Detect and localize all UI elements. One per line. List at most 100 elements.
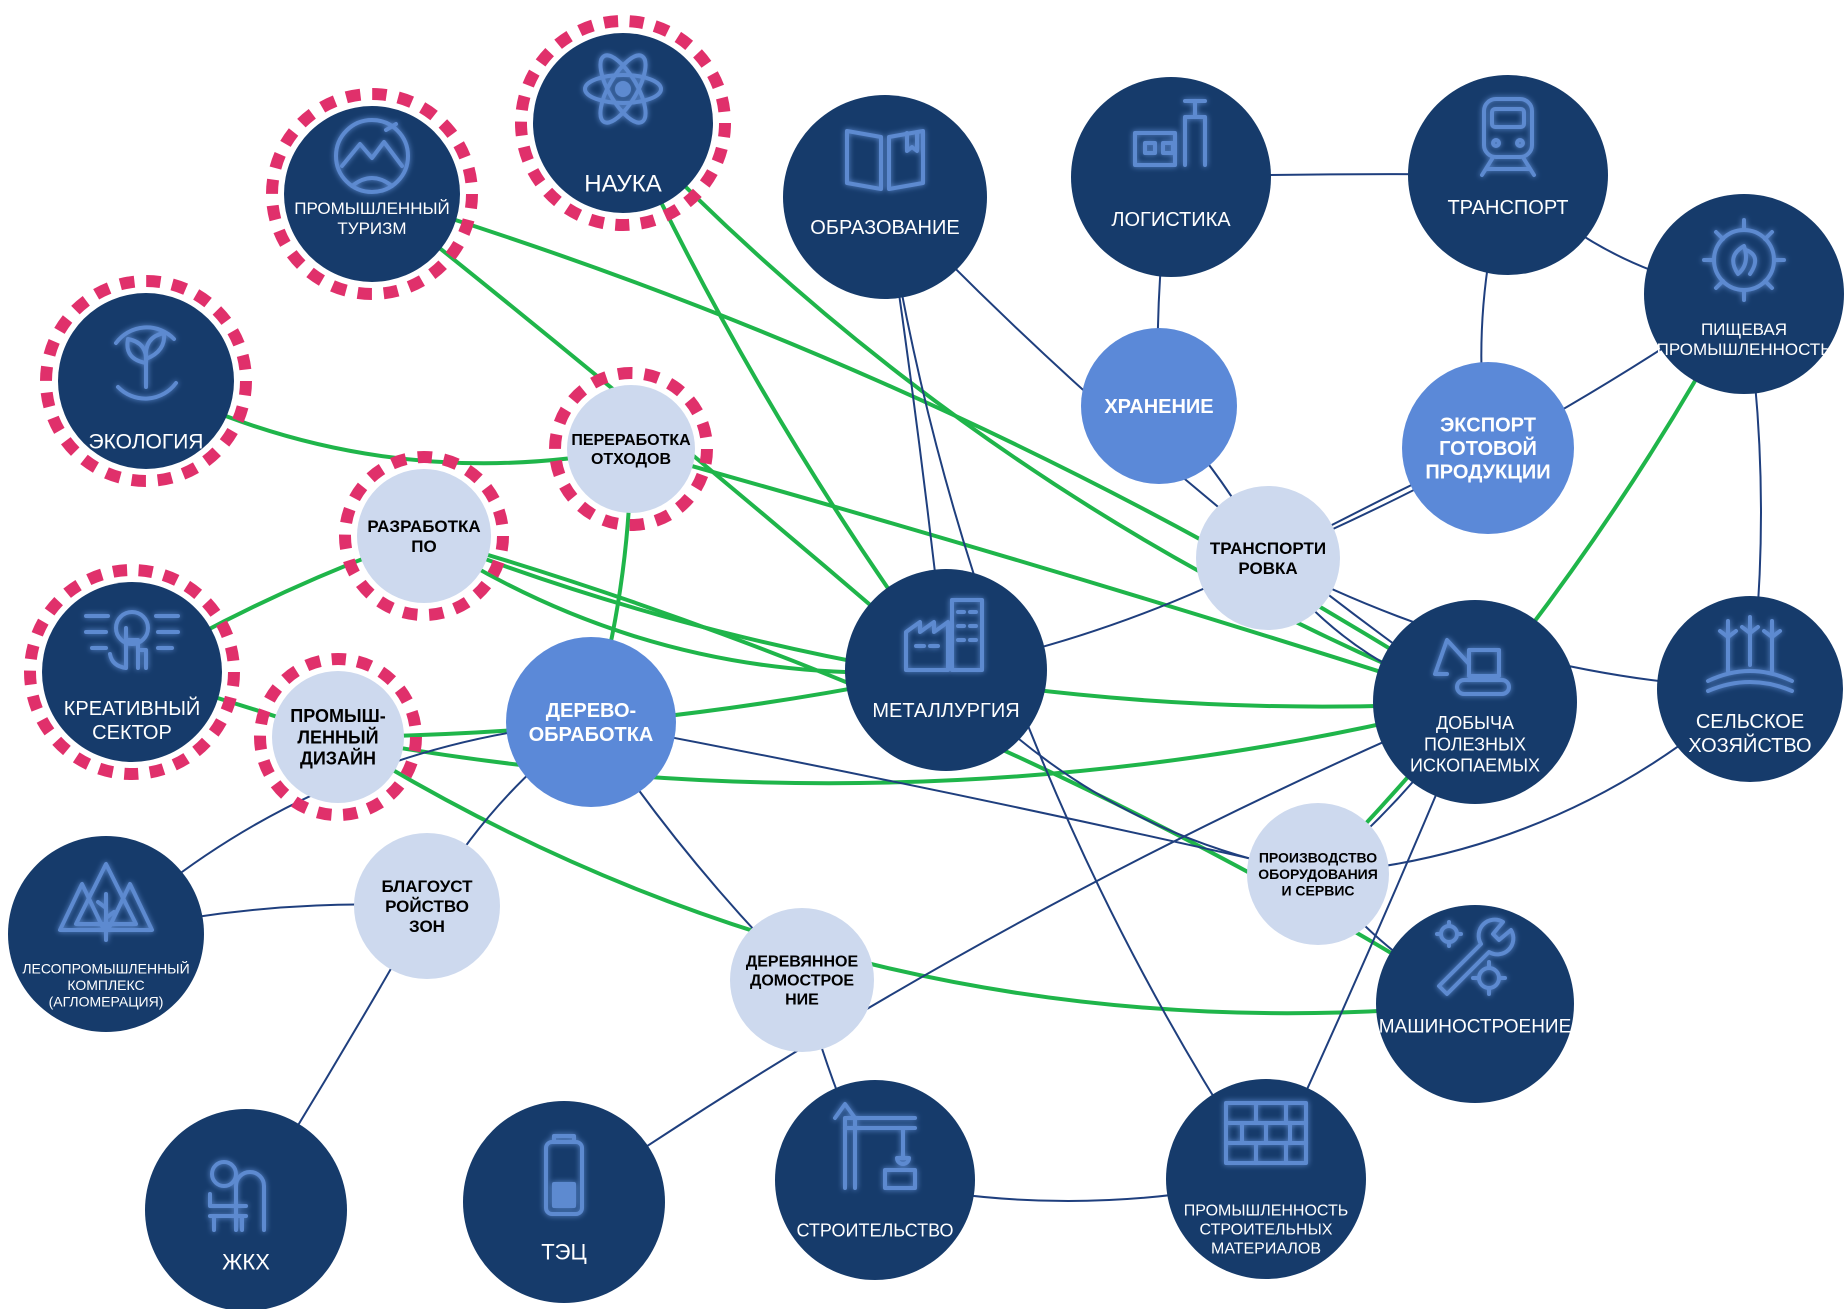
link-nauka-dobycha <box>621 121 1477 704</box>
node-obrazovanie: ОБРАЗОВАНИЕ <box>783 95 987 299</box>
link-dizain-mashinostroenie <box>336 735 1477 1016</box>
node-label-line: ПРОМЫШЛЕННОСТЬ <box>1184 1203 1348 1220</box>
node-circle <box>1376 905 1574 1103</box>
touch-hand-icon <box>84 610 180 670</box>
node-label: МАШИНОСТРОЕНИЕ <box>1379 1017 1572 1038</box>
node-label-line: ГОТОВОЙ <box>1439 436 1537 460</box>
factory-icon <box>904 598 984 672</box>
node-label-line: НИЕ <box>785 991 819 1008</box>
node-label-line: ЛОГИСТИКА <box>1111 209 1231 231</box>
node-pererabotka: ПЕРЕРАБОТКА ОТХОДОВ <box>549 367 713 531</box>
node-circle <box>506 637 676 807</box>
node-label: НАУКА <box>584 170 662 197</box>
house-bench-icon <box>208 1160 266 1232</box>
eco-leaf-icon <box>114 325 178 401</box>
node-label-line: ОТХОДОВ <box>591 451 671 468</box>
node-label-line: ПРОМЫШЛЕННОСТЬ <box>1657 340 1832 359</box>
node-label-line: ЗОН <box>409 917 445 936</box>
node-circle <box>272 671 404 803</box>
node-label: ДЕРЕВО-ОБРАБОТКА <box>529 700 654 746</box>
node-label-line: СТРОИТЕЛЬНЫХ <box>1200 1222 1333 1239</box>
node-label: ЖКХ <box>222 1250 270 1275</box>
node-zhkh: ЖКХ <box>145 1109 347 1309</box>
node-label-line: ПОЛЕЗНЫХ <box>1424 734 1526 754</box>
node-label-line: ПО <box>411 537 436 556</box>
node-label-line: ТРАНСПОРТИ <box>1210 539 1326 558</box>
node-label: ЛОГИСТИКА <box>1111 209 1231 231</box>
node-nauka: НАУКА <box>515 15 731 231</box>
node-label-line: КРЕАТИВНЫЙ <box>64 696 201 720</box>
warehouse-crane-icon <box>1133 99 1207 167</box>
node-circle <box>42 582 222 762</box>
node-logistika: ЛОГИСТИКА <box>1071 77 1271 277</box>
node-circle <box>775 1080 975 1280</box>
node-label-line: ХОЗЯЙСТВО <box>1688 733 1811 757</box>
node-label: ТРАНСПОРТ <box>1447 197 1568 219</box>
link-dobycha-tec <box>563 701 1476 1203</box>
excavator-icon <box>1433 638 1511 696</box>
node-label-line: РОЙСТВО <box>385 897 469 916</box>
link-derevo-proizvodstvo <box>590 721 1319 875</box>
node-label-line: ПРОМЫШ- <box>290 706 385 726</box>
node-circle <box>1071 77 1271 277</box>
node-label-line: БЛАГОУСТ <box>381 877 473 896</box>
node-label-line: СЕКТОР <box>92 722 172 744</box>
node-label-line: ЖКХ <box>222 1250 270 1275</box>
node-mashinostroenie: МАШИНОСТРОЕНИЕ <box>1376 905 1574 1103</box>
node-hranenie: ХРАНЕНИЕ <box>1081 328 1237 484</box>
node-label-line: ОБРАЗОВАНИЕ <box>810 217 959 239</box>
node-label-line: ДЕРЕВЯННОЕ <box>746 954 859 971</box>
dashed-ring <box>254 653 422 821</box>
node-label-line: ДЕРЕВО- <box>546 700 636 722</box>
node-ekologiya: ЭКОЛОГИЯ <box>40 275 252 487</box>
node-label-line: ПРОДУКЦИИ <box>1425 462 1550 484</box>
node-derevo: ДЕРЕВО-ОБРАБОТКА <box>506 637 676 807</box>
node-label: СТРОИТЕЛЬСТВО <box>797 1220 954 1240</box>
dashed-ring <box>266 88 478 300</box>
node-label: ЭКОЛОГИЯ <box>89 430 204 453</box>
battery-icon <box>544 1134 584 1216</box>
node-circle <box>730 908 874 1052</box>
node-label-line: МАШИНОСТРОЕНИЕ <box>1379 1017 1572 1038</box>
node-label-line: ПИЩЕВАЯ <box>1701 320 1787 339</box>
atom-icon <box>583 53 663 125</box>
node-label: ОБРАЗОВАНИЕ <box>810 217 959 239</box>
book-icon <box>845 129 925 191</box>
node-circle <box>1247 803 1389 945</box>
dashed-ring <box>549 367 713 531</box>
node-label-line: (АГЛОМЕРАЦИЯ) <box>49 993 164 1009</box>
dashed-ring <box>24 564 240 780</box>
node-label-line: ТУРИЗМ <box>337 219 406 238</box>
bricks-icon <box>1224 1101 1308 1165</box>
node-label-line: ДОМОСТРОЕ <box>750 973 854 990</box>
node-label-line: ДИЗАЙН <box>300 748 376 769</box>
node-label-line: ЛЕСОПРОМЫШЛЕННЫЙ <box>22 959 189 976</box>
node-label: ТЭЦ <box>541 1240 587 1265</box>
node-label-line: СЕЛЬСКОЕ <box>1696 711 1804 733</box>
node-circle <box>1402 362 1574 534</box>
node-transport: ТРАНСПОРТ <box>1408 75 1608 275</box>
node-label-line: ПЕРЕРАБОТКА <box>571 432 691 449</box>
node-label-line: НАУКА <box>584 170 662 197</box>
crane-icon <box>833 1102 917 1190</box>
node-label-line: ЛЕННЫЙ <box>297 726 378 747</box>
wrench-gear-icon <box>1435 917 1516 996</box>
